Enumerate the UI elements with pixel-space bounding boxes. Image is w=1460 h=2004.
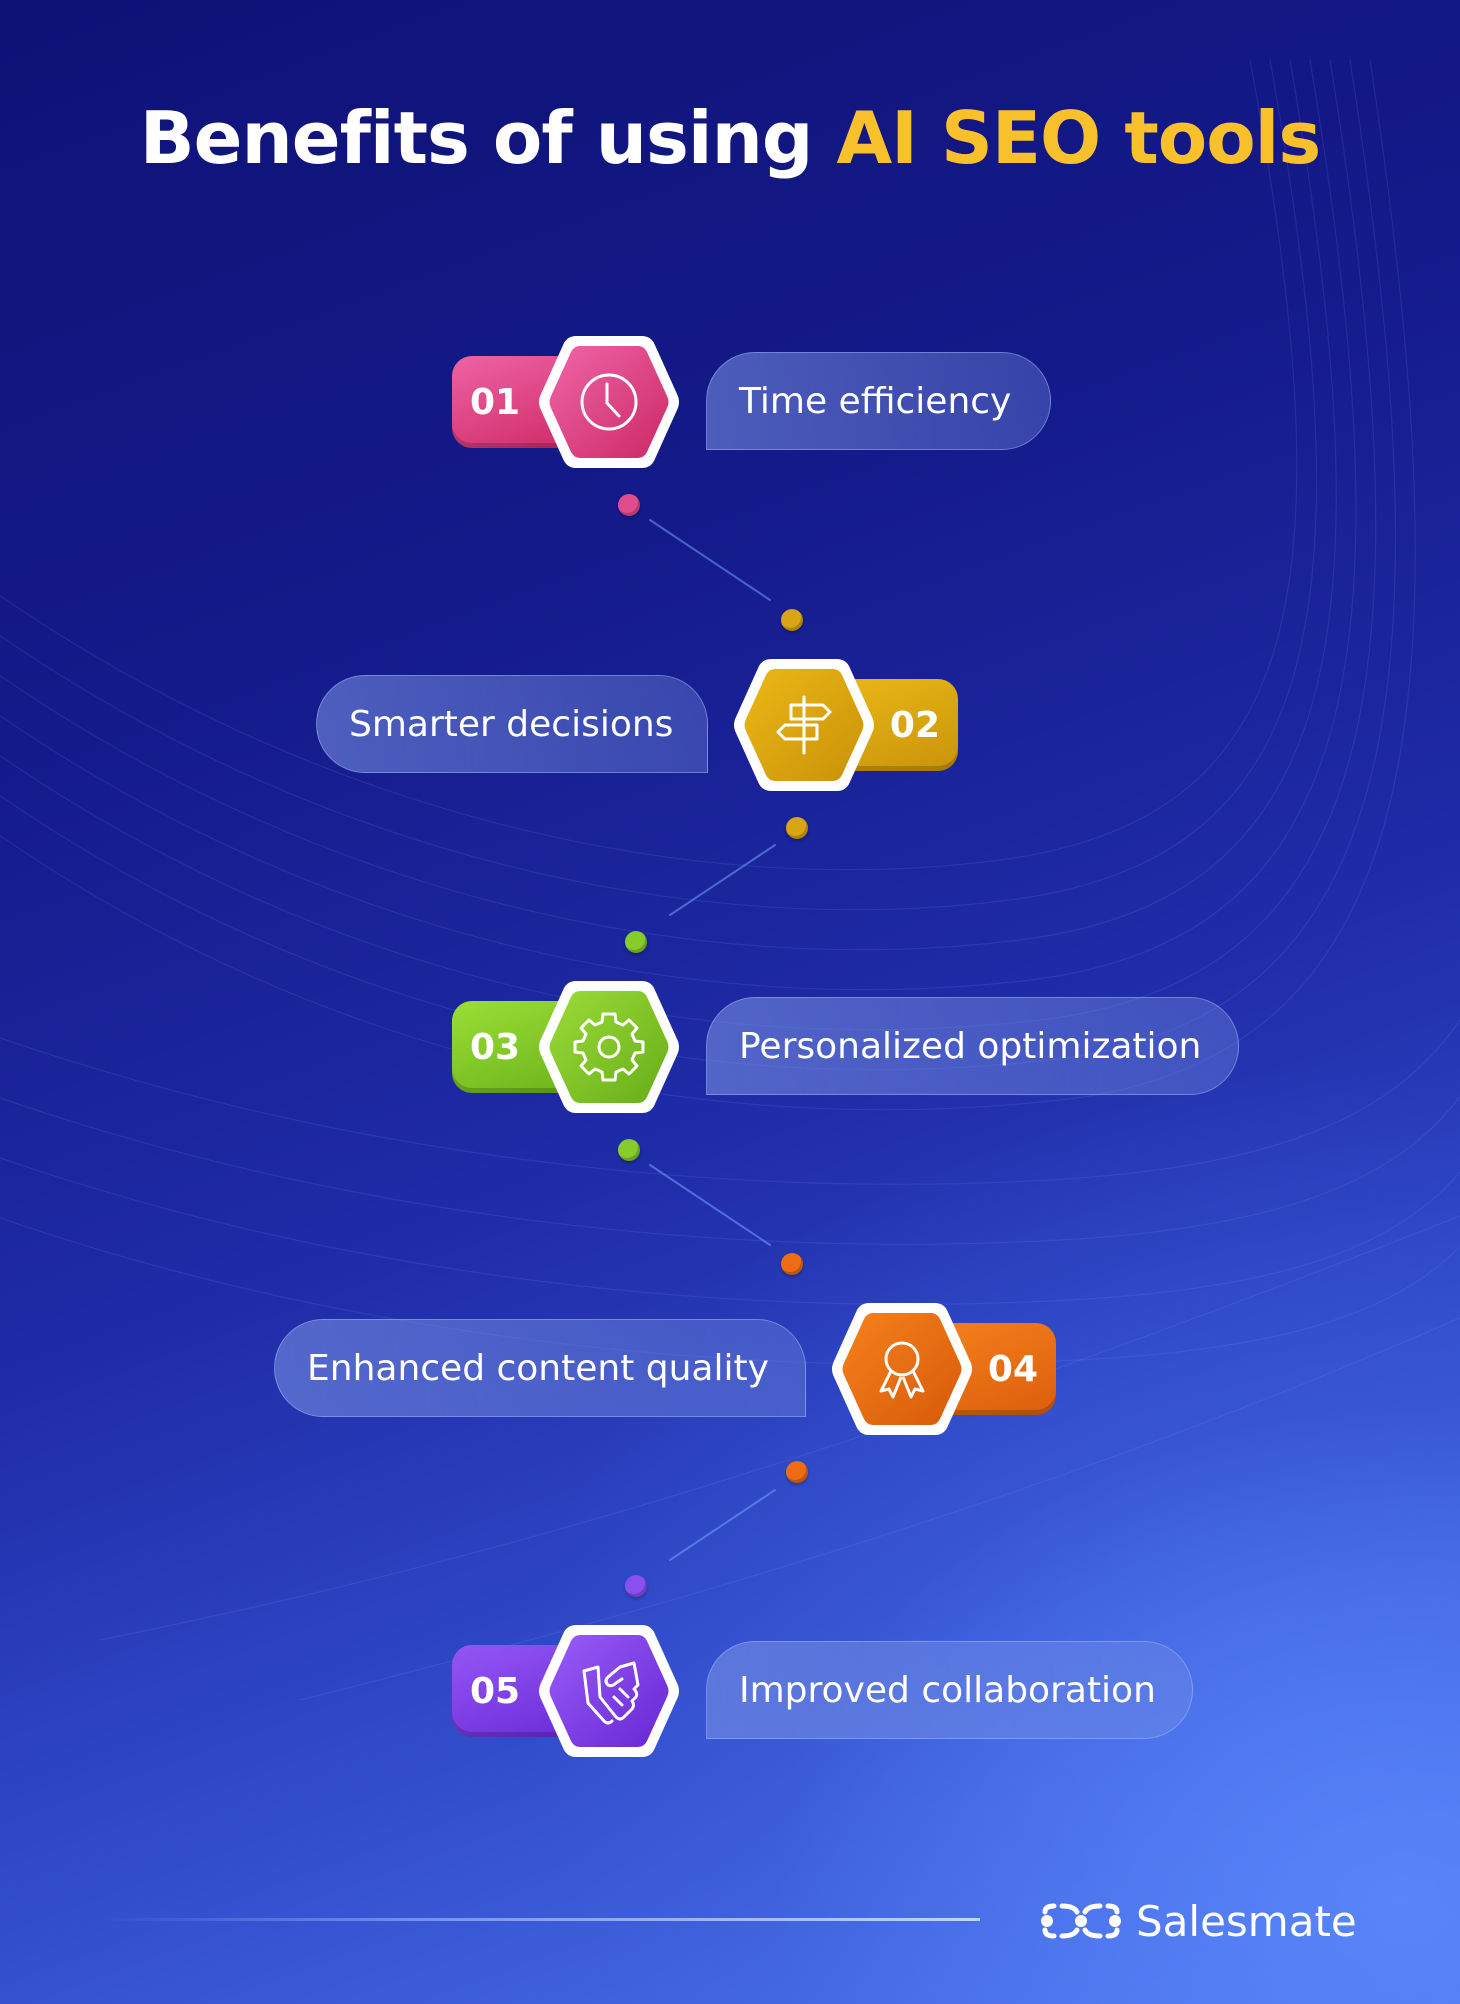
benefit-number: 05 <box>470 1670 521 1712</box>
benefit-item-4: Enhanced content quality 04 <box>0 1299 1460 1439</box>
title-prefix: Benefits of using <box>139 96 837 180</box>
connector-dot <box>618 1139 640 1161</box>
footer-divider <box>100 1918 980 1921</box>
gear-icon <box>573 1012 645 1082</box>
connector-dot <box>625 1575 647 1597</box>
benefit-label: Personalized optimization <box>739 1025 1202 1067</box>
brand-logo: Salesmate <box>1040 1896 1357 1946</box>
page-title: Benefits of using AI SEO tools <box>0 96 1460 180</box>
benefit-item-3: 03 Personalized optimization <box>0 977 1460 1117</box>
benefit-hexagon <box>536 1621 682 1761</box>
award-ribbon-icon <box>879 1341 925 1399</box>
benefit-label: Improved collaboration <box>739 1669 1156 1711</box>
benefit-item-1: 01 Time efficiency <box>0 332 1460 472</box>
connector-dot <box>786 1461 808 1483</box>
signpost-icon <box>776 695 832 755</box>
benefit-label: Smarter decisions <box>349 703 674 745</box>
connector-dot <box>618 494 640 516</box>
brand-name: Salesmate <box>1136 1896 1357 1946</box>
benefit-number: 04 <box>987 1348 1038 1390</box>
handshake-icon <box>582 1661 640 1725</box>
benefit-label: Time efficiency <box>739 380 1012 422</box>
benefit-label-box: Improved collaboration <box>706 1641 1193 1739</box>
benefit-hexagon <box>536 332 682 472</box>
benefit-hexagon <box>829 1299 975 1439</box>
benefit-label-box: Smarter decisions <box>316 675 708 773</box>
connector-dot <box>786 817 808 839</box>
benefit-item-5: 05 Improved collaboration <box>0 1621 1460 1761</box>
benefit-hexagon <box>731 655 877 795</box>
salesmate-logo-icon <box>1041 1903 1121 1939</box>
benefit-label-box: Time efficiency <box>706 352 1051 450</box>
benefit-number: 02 <box>889 704 940 746</box>
benefit-label-box: Enhanced content quality <box>274 1319 806 1417</box>
clock-icon <box>580 373 638 431</box>
benefit-hexagon <box>536 977 682 1117</box>
benefit-number: 01 <box>470 381 521 423</box>
benefit-label: Enhanced content quality <box>307 1347 769 1389</box>
title-highlight: AI SEO tools <box>836 96 1321 180</box>
connector-dot <box>781 609 803 631</box>
benefit-number: 03 <box>470 1026 521 1068</box>
connector-dot <box>781 1253 803 1275</box>
benefit-item-2: Smarter decisions 02 <box>0 655 1460 795</box>
benefit-label-box: Personalized optimization <box>706 997 1239 1095</box>
connector-dot <box>625 931 647 953</box>
